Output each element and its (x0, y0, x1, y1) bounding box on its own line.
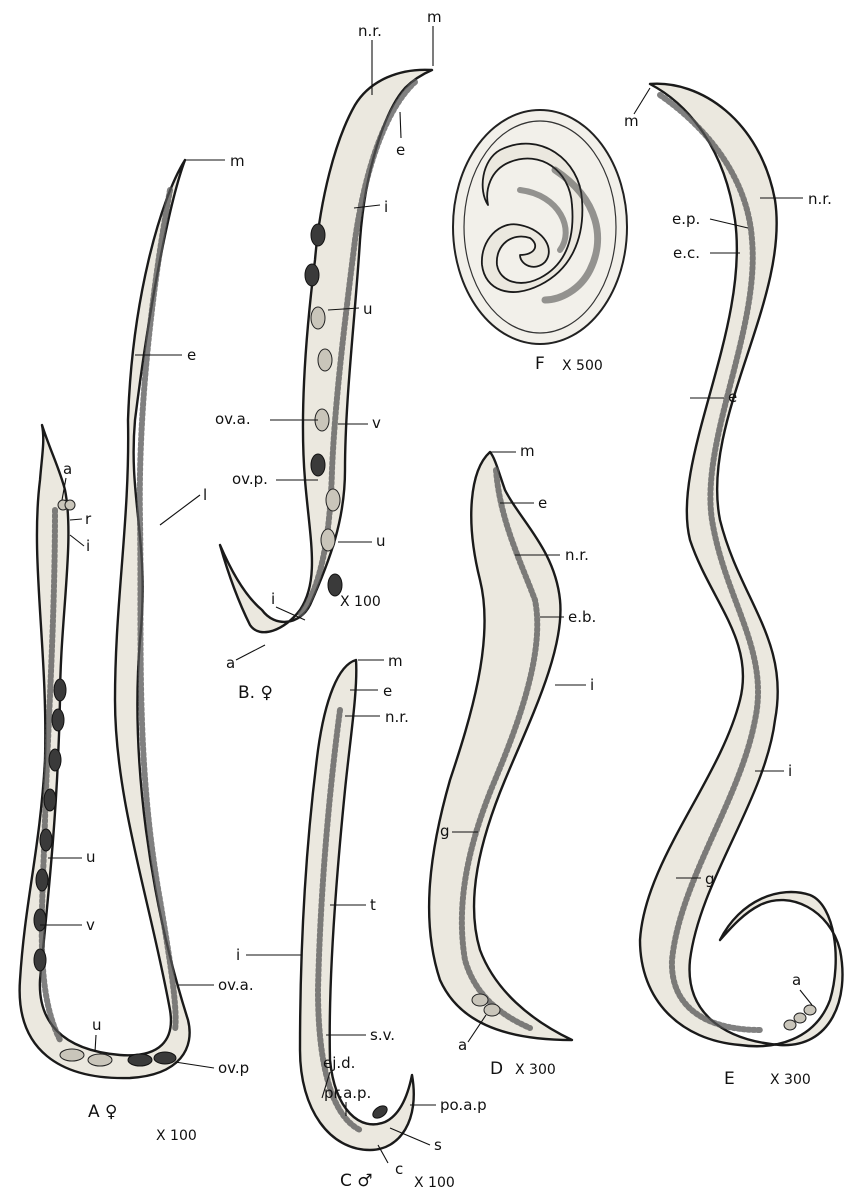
figure-b-label-ovp: ov.p. (232, 470, 268, 488)
figure-d-label-g: g (440, 822, 450, 840)
figure-a-label-a: a (63, 460, 72, 478)
figure-e-label-g: g (705, 870, 715, 888)
figure-e-magnification: X 300 (770, 1072, 811, 1088)
figure-a: a r i m e l u v u ov.a. ov.p A ♀ X 100 (20, 152, 254, 1144)
figure-e-label-m: m (624, 112, 639, 130)
figure-a-label-m: m (230, 152, 245, 170)
figure-c-label-poap: po.a.p (440, 1096, 487, 1114)
figure-b-label-e: e (396, 141, 405, 159)
figure-a-label-u: u (86, 848, 96, 866)
figure-d-label-eb: e.b. (568, 608, 596, 626)
figure-c-label-s: s (434, 1136, 442, 1154)
figure-e-label-nr: n.r. (808, 190, 832, 208)
figure-c-label-c: c (395, 1160, 403, 1178)
figure-c-magnification: X 100 (414, 1175, 455, 1191)
figure-a-label-v: v (86, 916, 95, 934)
figure-b-label-a: a (226, 654, 235, 672)
figure-a-magnification: X 100 (156, 1128, 197, 1144)
figure-e-label-i: i (788, 762, 792, 780)
figure-a-label-ova: ov.a. (218, 976, 254, 994)
figure-c-caption: C ♂ (340, 1171, 373, 1191)
figure-b-label-i: i (384, 198, 388, 216)
figure-b-label-u: u (363, 300, 373, 318)
figure-e-label-ec: e.c. (673, 244, 700, 262)
figure-d-label-i: i (590, 676, 594, 694)
figure-e-caption: E (724, 1069, 735, 1089)
figure-b-label-i2: i (271, 590, 275, 608)
figure-e: m n.r. e.p. e.c. e i g a E X 300 (624, 84, 843, 1089)
figure-c-label-sv: s.v. (370, 1026, 395, 1044)
figure-a-caption: A ♀ (88, 1102, 117, 1122)
figure-b: n.r. m e i u ov.a. v ov.p. u i a X 100 B… (215, 8, 442, 703)
figure-c-label-m: m (388, 652, 403, 670)
figure-f-caption: F (535, 354, 545, 374)
figure-a-label-ovp: ov.p (218, 1059, 249, 1077)
figure-e-label-a: a (792, 971, 801, 989)
figure-d-label-m: m (520, 442, 535, 460)
figure-b-label-v: v (372, 414, 381, 432)
figure-d-label-a: a (458, 1036, 467, 1054)
figure-d-label-e: e (538, 494, 547, 512)
figure-a-label-i: i (86, 537, 90, 555)
figure-b-label-nr: n.r. (358, 22, 382, 40)
figure-b-label-m: m (427, 8, 442, 26)
figure-a-label-l: l (203, 486, 207, 504)
figure-d-magnification: X 300 (515, 1062, 556, 1078)
figure-f-magnification: X 500 (562, 358, 603, 374)
figure-b-label-u2: u (376, 532, 386, 550)
figure-c-label-i: i (236, 946, 240, 964)
figure-e-label-ep: e.p. (672, 210, 700, 228)
figure-c-label-t: t (370, 896, 376, 914)
figure-d-label-nr: n.r. (565, 546, 589, 564)
figure-d-body (429, 452, 572, 1040)
figure-d: m e n.r. e.b. i g a D X 300 (429, 442, 596, 1079)
figure-c-label-prap: pr.a.p. (324, 1084, 371, 1102)
figure-b-label-ova: ov.a. (215, 410, 251, 428)
figure-b-caption: B. ♀ (238, 683, 273, 703)
figure-a-label-u2: u (92, 1016, 102, 1034)
figure-c-label-e: e (383, 682, 392, 700)
figure-c-label-nr: n.r. (385, 708, 409, 726)
figure-e-label-e: e (728, 388, 737, 406)
figure-a-label-r: r (85, 510, 92, 528)
figure-f: F X 500 (453, 110, 627, 374)
figure-c-label-ejd: ej.d. (323, 1054, 355, 1072)
figure-e-body (640, 84, 843, 1046)
figure-b-magnification: X 100 (340, 594, 381, 610)
figure-a-label-e: e (187, 346, 196, 364)
figure-d-caption: D (490, 1059, 503, 1079)
